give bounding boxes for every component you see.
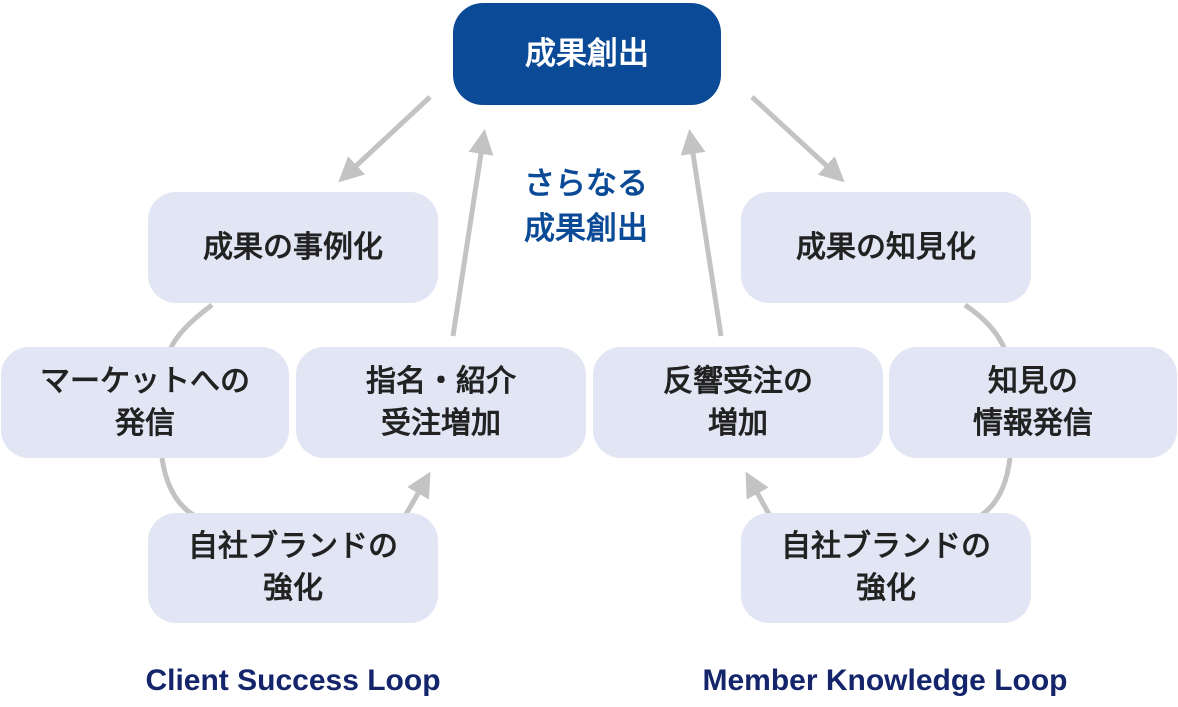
arrow-top-to-case	[338, 95, 432, 183]
center-note-line-2: 成果創出	[524, 211, 648, 247]
node-referral-orders: 指名・紹介 受注増加	[296, 347, 586, 458]
node-referral-orders-line-1: 指名・紹介	[366, 363, 516, 399]
loop-label-member: Member Knowledge Loop	[702, 664, 1068, 697]
node-knowledge-sharing: 知見の 情報発信	[889, 347, 1177, 458]
arrow-brand-to-referral	[402, 471, 431, 518]
node-response-orders-line-2: 増加	[708, 405, 768, 441]
node-case-study-label: 成果の事例化	[203, 229, 383, 265]
left-loop-arc-upper	[167, 302, 214, 352]
center-note-line-1: さらなる	[524, 166, 648, 202]
arrow-brand-to-response	[745, 471, 773, 518]
node-market-outreach-line-2: 発信	[115, 405, 175, 441]
node-response-orders-line-1: 反響受注の	[663, 363, 813, 399]
node-brand-right: 自社ブランドの 強化	[741, 513, 1031, 623]
node-outcome: 成果創出	[453, 3, 721, 105]
node-response-orders: 反響受注の 増加	[593, 347, 883, 458]
node-case-study: 成果の事例化	[148, 192, 438, 303]
arrow-top-to-knowledge	[750, 95, 845, 183]
right-loop-arc-lower	[978, 457, 1013, 519]
node-knowledge-label: 成果の知見化	[796, 229, 976, 265]
left-loop-arc-lower	[159, 457, 197, 519]
node-market-outreach: マーケットへの 発信	[1, 347, 289, 458]
node-brand-right-line-2: 強化	[856, 571, 916, 606]
center-note: さらなる 成果創出	[494, 162, 678, 252]
node-referral-orders-line-2: 受注増加	[381, 405, 501, 441]
node-market-outreach-line-1: マーケットへの	[40, 363, 250, 399]
arrow-referral-to-top	[450, 129, 494, 337]
node-knowledge: 成果の知見化	[741, 192, 1031, 303]
right-loop-arc-upper	[963, 302, 1008, 351]
node-brand-left: 自社ブランドの 強化	[148, 513, 438, 623]
arrow-response-to-top	[680, 129, 724, 337]
node-knowledge-sharing-line-1: 知見の	[988, 363, 1078, 399]
node-outcome-label: 成果創出	[525, 36, 649, 72]
node-brand-left-line-2: 強化	[263, 571, 323, 606]
node-brand-right-line-1: 自社ブランドの	[781, 529, 991, 564]
loop-label-client: Client Success Loop	[145, 664, 441, 697]
node-brand-left-line-1: 自社ブランドの	[188, 529, 398, 564]
node-knowledge-sharing-line-2: 情報発信	[973, 405, 1093, 441]
